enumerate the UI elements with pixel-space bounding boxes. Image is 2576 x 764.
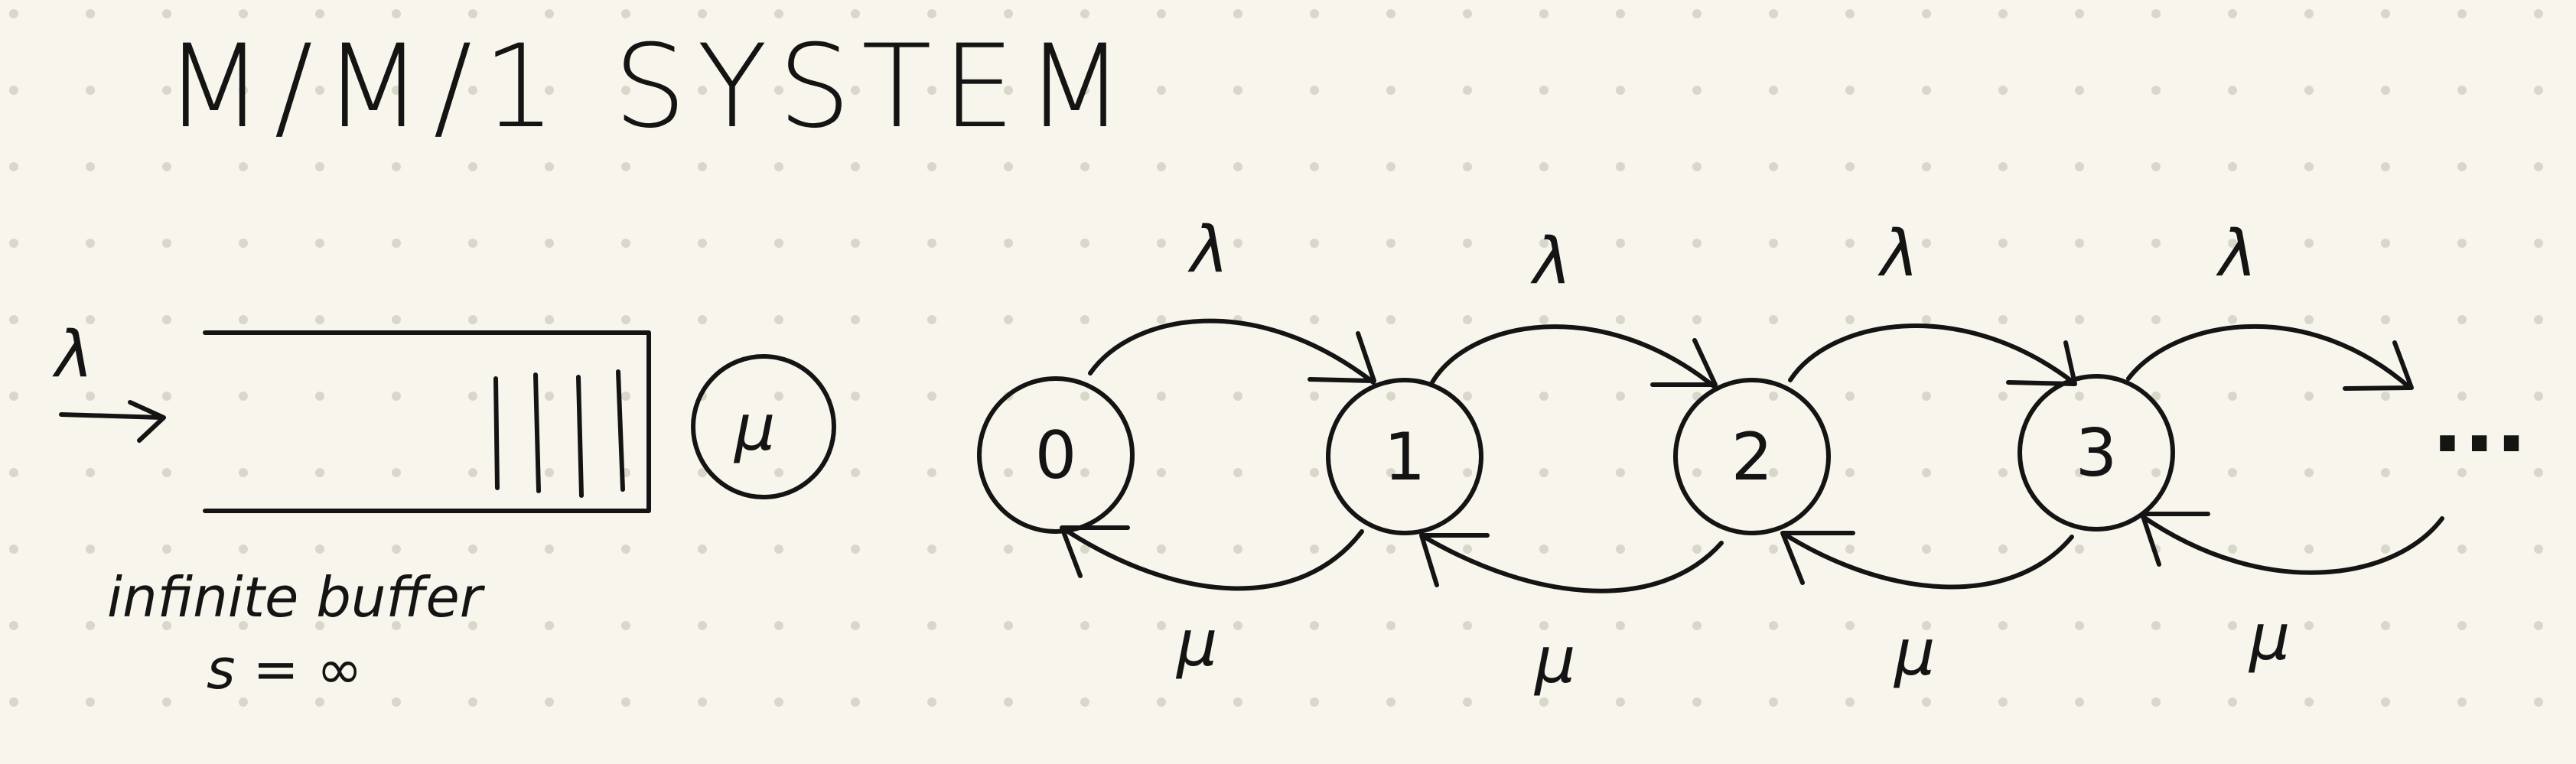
state-label: 2 <box>1731 419 1773 496</box>
queue-buffer <box>203 330 651 513</box>
markov-chain: 0 1 2 3 λ λ λ λ <box>977 212 2527 697</box>
forward-arc-0-1: λ <box>1088 212 1376 385</box>
buffer-size-label: s = ∞ <box>207 637 363 701</box>
state-label: 1 <box>1384 419 1426 496</box>
forward-arrow <box>1088 318 1376 385</box>
state-3: 3 <box>2017 374 2175 532</box>
queue-arrival: λ <box>52 317 166 443</box>
backward-arrow <box>1780 531 2074 590</box>
state-label: 3 <box>2076 415 2118 492</box>
buffer-caption: infinite buffer <box>107 565 486 629</box>
state-circle <box>2017 374 2175 532</box>
backward-arc-1-0: μ <box>1060 525 1364 681</box>
backward-arc-next-3: μ <box>2140 512 2444 675</box>
forward-rate-label: λ <box>1530 223 1571 298</box>
forward-arc-2-3: λ <box>1788 216 2077 386</box>
backward-rate-label: μ <box>1533 623 1575 697</box>
backward-rate-label: μ <box>1893 615 1935 690</box>
state-2: 2 <box>1673 378 1831 535</box>
page-title: M/M/1 SYSTEM <box>164 21 1135 154</box>
state-circle <box>1673 378 1831 535</box>
forward-rate-label: λ <box>2216 216 2257 291</box>
forward-arrow <box>1788 323 2077 386</box>
forward-arrow <box>1430 324 1718 389</box>
backward-arrow <box>1060 525 1364 591</box>
forward-arrow <box>2126 323 2414 391</box>
backward-arrow <box>2140 512 2444 575</box>
server: μ <box>691 354 836 499</box>
forward-arc-3-next: λ <box>2126 216 2414 391</box>
waiting-customers <box>493 369 625 498</box>
arrival-arrow <box>59 400 166 443</box>
state-circle <box>1326 378 1483 535</box>
forward-rate-label: λ <box>1187 212 1229 287</box>
continuation-ellipsis: ... <box>2431 373 2527 471</box>
buffer-outline <box>203 330 651 513</box>
backward-arc-3-2: μ <box>1780 531 2074 690</box>
state-label: 0 <box>1035 418 1077 494</box>
server-circle <box>691 354 836 499</box>
state-circle <box>977 376 1135 534</box>
state-0: 0 <box>977 376 1135 534</box>
server-rate-label: μ <box>733 390 775 465</box>
arrival-rate-label: λ <box>52 317 93 392</box>
forward-arc-1-2: λ <box>1430 223 1718 389</box>
state-1: 1 <box>1326 378 1483 535</box>
backward-arrow <box>1419 533 1724 593</box>
backward-arc-2-1: μ <box>1419 533 1724 697</box>
backward-rate-label: μ <box>1175 606 1217 681</box>
forward-rate-label: λ <box>1877 216 1919 291</box>
backward-rate-label: μ <box>2248 600 2290 675</box>
